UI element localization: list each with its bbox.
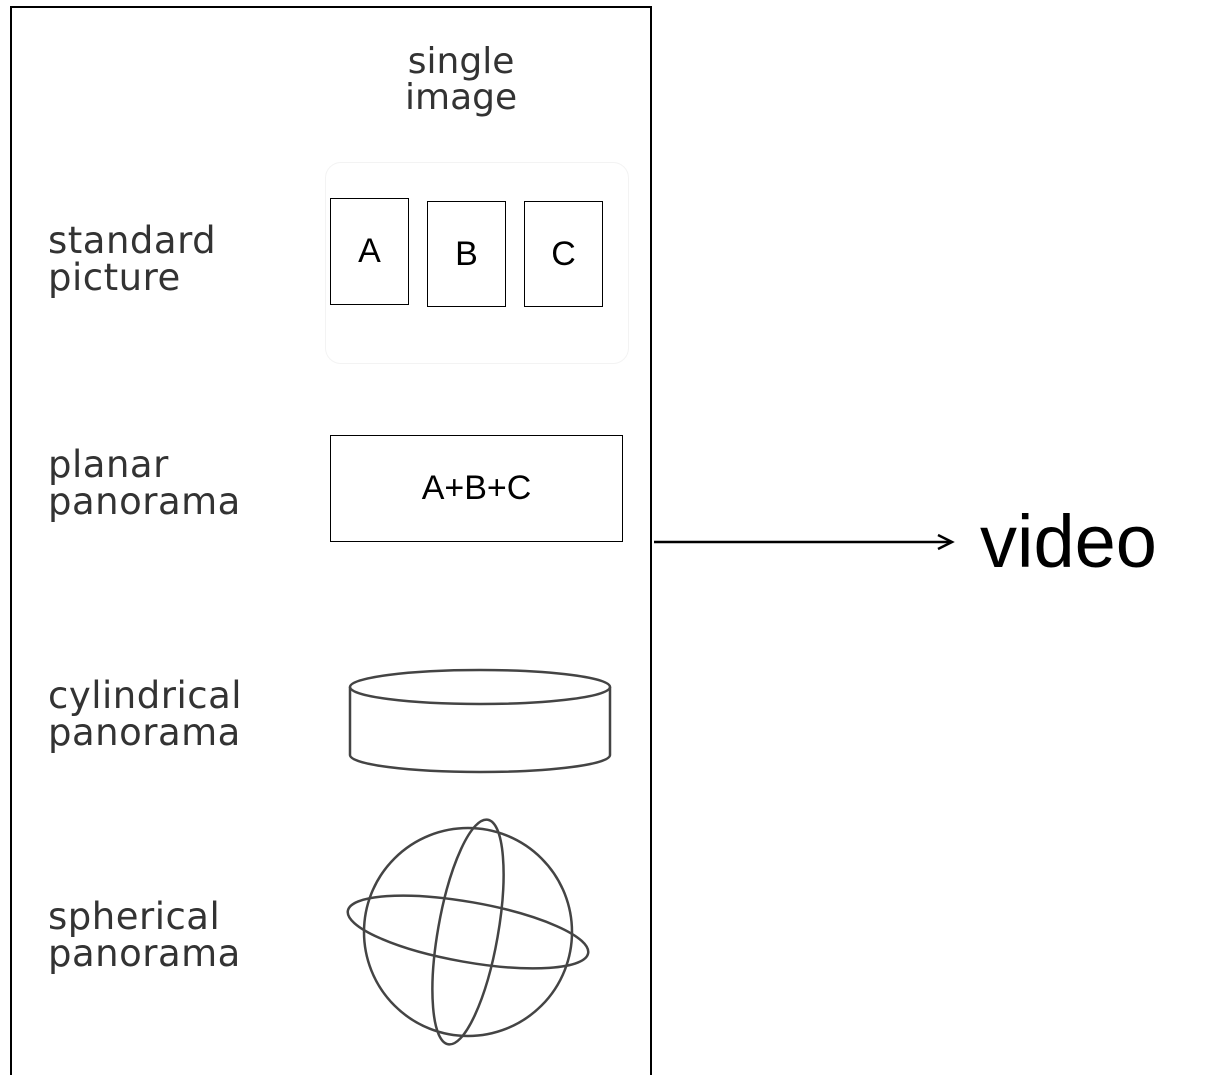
picture-box-c: C <box>524 201 603 307</box>
row-label-spherical-panorama: spherical panorama <box>48 898 241 972</box>
row-label-line1: planar <box>48 443 169 486</box>
row-label-line1: standard <box>48 219 217 262</box>
row-label-line2: panorama <box>48 711 241 754</box>
row-label-line1: spherical <box>48 895 221 938</box>
image-types-frame <box>10 6 652 1075</box>
video-label: video <box>980 500 1157 583</box>
planar-panorama-box: A+B+C <box>330 435 623 542</box>
row-label-cylindrical-panorama: cylindrical panorama <box>48 677 242 751</box>
row-label-standard-picture: standard picture <box>48 222 216 296</box>
column-header: single image <box>405 44 517 116</box>
sphere-shape <box>346 818 590 1046</box>
arrow-to-video <box>654 533 955 551</box>
row-label-line2: panorama <box>48 932 241 975</box>
column-header-line1: single <box>407 41 515 82</box>
picture-box-a: A <box>330 198 409 305</box>
picture-box-b: B <box>427 201 506 307</box>
row-label-line2: panorama <box>48 480 241 523</box>
row-label-line1: cylindrical <box>48 674 243 717</box>
row-label-line2: picture <box>48 256 181 299</box>
column-header-line2: image <box>405 77 518 118</box>
cylinder-shape <box>348 668 612 774</box>
row-label-planar-panorama: planar panorama <box>48 446 241 520</box>
